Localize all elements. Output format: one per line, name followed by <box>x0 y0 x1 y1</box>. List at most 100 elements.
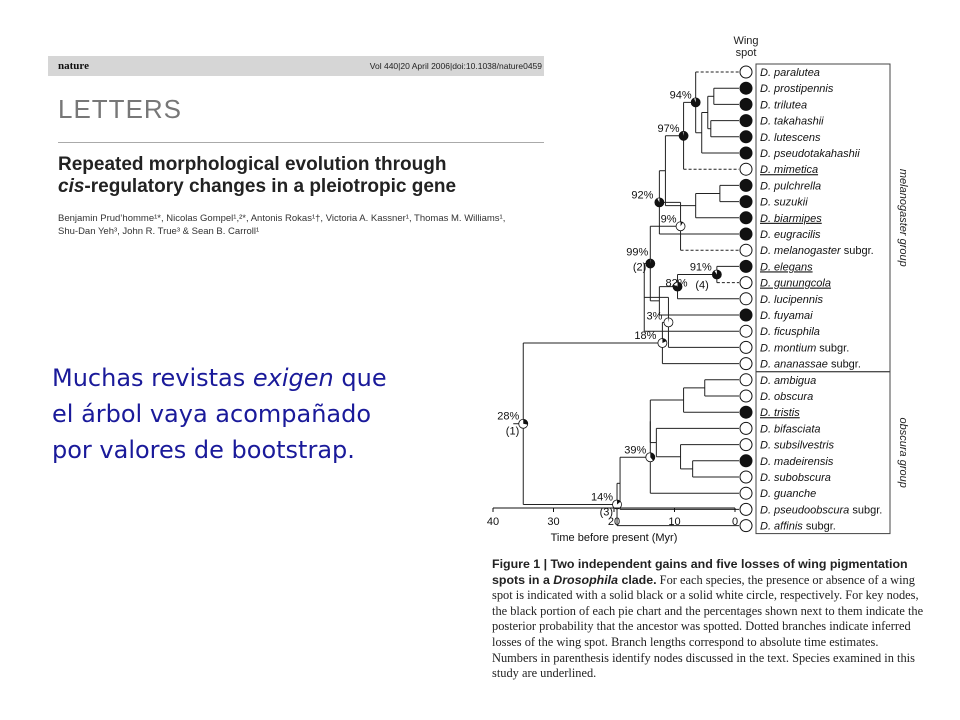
species-label: D. subsilvestris <box>760 440 834 452</box>
node-support-label: 39% <box>624 444 646 456</box>
paper-header-crop: nature Vol 440|20 April 2006|doi:10.1038… <box>48 56 544 242</box>
wing-spot-marker <box>739 502 753 516</box>
species-label: D. affinis subgr. <box>760 521 836 533</box>
node-support-label: (1) <box>506 426 519 438</box>
figure-caption: Figure 1 | Two independent gains and fiv… <box>492 557 924 682</box>
wing-spot-marker <box>739 65 753 79</box>
group-label-obscura: obscura group <box>897 418 909 488</box>
time-axis-tick-label: 0 <box>732 516 738 528</box>
node-support-label: 97% <box>658 123 680 135</box>
wing-spot-marker <box>739 211 753 225</box>
species-label: D. ficusphila <box>760 326 820 338</box>
comment-emphasis: exigen <box>252 364 334 392</box>
node-support-label: 14% <box>591 491 613 503</box>
species-label: D. guanche <box>760 488 816 500</box>
wing-spot-marker <box>739 292 753 306</box>
comment-part3: que el árbol vaya acompañado por valores… <box>52 364 387 464</box>
wing-spot-marker <box>739 454 753 468</box>
caption-lead-genus: Drosophila <box>553 572 618 587</box>
node-pie-slice <box>691 97 701 107</box>
species-label: D. trilutea <box>760 99 807 111</box>
node-pie-slice <box>668 317 670 323</box>
header-rule <box>58 142 544 143</box>
journal-header-bar: nature Vol 440|20 April 2006|doi:10.1038… <box>48 56 544 76</box>
node-support-label: 92% <box>631 189 653 201</box>
species-label: D. paralutea <box>760 67 820 79</box>
species-label: D. gunungcola <box>760 278 831 290</box>
species-label: D. pseudoobscura subgr. <box>760 504 882 516</box>
wing-spot-marker <box>739 389 753 403</box>
species-label: D. elegans <box>760 261 813 273</box>
comment-part1: Muchas revistas <box>52 364 253 392</box>
journal-name: nature <box>58 60 89 72</box>
section-heading: LETTERS <box>58 94 183 124</box>
caption-body: For each species, the presence or absenc… <box>492 572 924 681</box>
paper-title-line1: Repeated morphological evolution through <box>58 154 447 175</box>
obscura-group-box <box>755 371 891 535</box>
species-label: D. eugracilis <box>760 229 821 241</box>
node-pie-slice <box>645 259 655 269</box>
species-label: D. suzukii <box>760 197 808 209</box>
node-support-label: 94% <box>670 89 692 101</box>
wing-spot-marker <box>739 421 753 435</box>
node-pie-slice <box>654 197 664 207</box>
slide-comment: Muchas revistas exigen que el árbol vaya… <box>52 360 412 468</box>
species-label: D. montium subgr. <box>760 342 849 354</box>
species-label: D. subobscura <box>760 472 831 484</box>
species-label: D. mimetica <box>760 164 818 176</box>
species-label: D. madeirensis <box>760 456 834 468</box>
node-pie-slice <box>680 221 683 227</box>
time-axis-tick-label: 40 <box>487 516 499 528</box>
species-label: D. tristis <box>760 407 800 419</box>
species-label: D. pseudotakahashii <box>760 148 860 160</box>
wing-spot-marker <box>739 308 753 322</box>
node-pie-slice <box>617 499 621 505</box>
wing-spot-header-line2: spot <box>736 47 757 59</box>
caption-lead-text: Figure 1 | Two independent gains and fiv… <box>492 557 908 587</box>
species-label: D. prostipennis <box>760 83 834 95</box>
caption-lead-end: clade. <box>618 572 657 587</box>
wing-spot-marker <box>739 81 753 95</box>
wing-spot-marker <box>739 259 753 273</box>
species-label: D. takahashii <box>760 116 824 128</box>
species-label: D. lutescens <box>760 132 821 144</box>
wing-spot-marker <box>739 146 753 160</box>
species-label: D. obscura <box>760 391 813 403</box>
node-pie-slice <box>673 282 683 292</box>
species-label: D. ananassae subgr. <box>760 359 861 371</box>
wing-spot-marker <box>739 486 753 500</box>
group-label-melanogaster: melanogaster group <box>897 169 909 267</box>
wing-spot-marker <box>739 114 753 128</box>
wing-spot-marker <box>739 178 753 192</box>
authors-line2: Shu-Dan Yeh³, John R. True³ & Sean B. Ca… <box>58 226 260 237</box>
time-axis-tick-label: 30 <box>547 516 559 528</box>
paper-title-line2: cis-regulatory changes in a pleiotropic … <box>58 176 456 198</box>
wing-spot-marker <box>739 130 753 144</box>
node-support-label: 18% <box>634 330 656 342</box>
species-label: D. ambigua <box>760 375 816 387</box>
species-label: D. bifasciata <box>760 423 821 435</box>
paper-title-cis: cis <box>58 176 85 197</box>
node-support-label: 9% <box>661 213 677 225</box>
time-axis-tick-label: 10 <box>668 516 680 528</box>
node-support-label: 28% <box>497 411 519 423</box>
wing-spot-marker <box>739 519 753 533</box>
wing-spot-marker <box>739 470 753 484</box>
wing-spot-marker <box>739 227 753 241</box>
paper-title-rest: -regulatory changes in a pleiotropic gen… <box>84 176 457 197</box>
species-label: D. biarmipes <box>760 213 822 225</box>
node-support-label: (3) <box>600 506 613 518</box>
node-pie-slice <box>650 452 655 461</box>
wing-spot-marker <box>739 324 753 338</box>
wing-spot-marker <box>739 373 753 387</box>
species-label: D. fuyamai <box>760 310 813 322</box>
author-list: Benjamin Prud’homme¹*, Nicolas Gompel¹,²… <box>58 212 538 238</box>
wing-spot-marker <box>739 162 753 176</box>
wing-spot-marker <box>739 276 753 290</box>
node-support-label: (4) <box>695 280 708 292</box>
wing-spot-header-line1: Wing <box>733 35 758 47</box>
species-label: D. pulchrella <box>760 180 821 192</box>
caption-lead: Figure 1 | Two independent gains and fiv… <box>492 557 908 587</box>
